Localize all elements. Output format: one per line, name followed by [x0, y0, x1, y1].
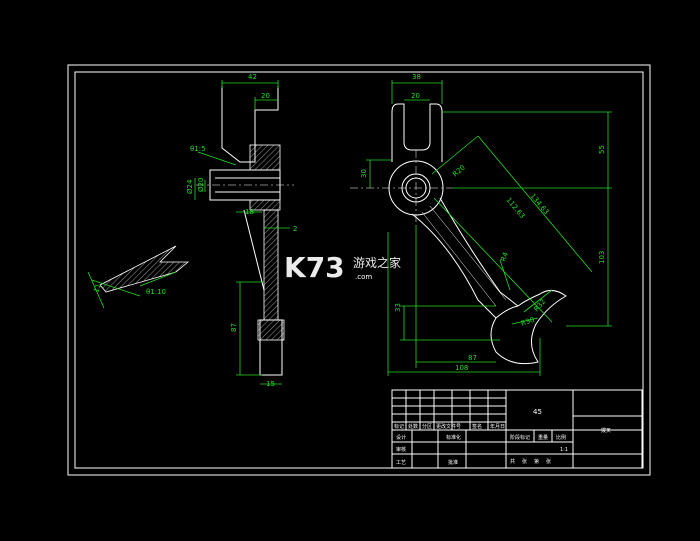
dim-112: 112.63 [504, 196, 526, 220]
right-front-view: 38 20 30 R20 55 134.63 112.63 103 R4 33 … [350, 73, 612, 376]
tb-label-16: 张 [522, 458, 527, 465]
dim-top-width: 42 [248, 73, 257, 81]
dim-r30: R30 [520, 316, 536, 328]
dim-right-55: 55 [598, 145, 606, 154]
dim-right-top-inner: 20 [411, 92, 420, 100]
tb-label-4: 签名 [472, 423, 482, 430]
dim-hub-len: 18 [245, 208, 254, 216]
dim-taper: θ1:5 [190, 145, 206, 153]
watermark-domain: .com [355, 273, 372, 281]
inner-frame [74, 71, 644, 469]
dim-right-33: 33 [394, 303, 402, 312]
dim-right-top-width: 38 [412, 73, 421, 81]
dim-right-103: 103 [598, 251, 606, 264]
tb-label-2: 分区 [422, 423, 432, 430]
dim-section-a: 11 [92, 283, 103, 294]
dim-right-108: 108 [455, 364, 468, 372]
tb-label-3: 更改文件号 [436, 423, 461, 430]
dim-134: 134.63 [528, 192, 550, 216]
dim-r4: R4 [499, 251, 510, 263]
tb-label-9: 工艺 [396, 460, 406, 466]
tb-label-13: 比例 [556, 434, 566, 441]
dim-lower-len: 87 [230, 323, 238, 332]
tb-label-11: 阶段标记 [510, 434, 530, 441]
left-section-view: 42 20 θ1:5 Ø24 Ø20 18 2 87 15 [186, 73, 297, 388]
outer-frame [67, 64, 651, 476]
watermark-text: 游戏之家 [353, 255, 401, 270]
dim-r32: R32 [532, 298, 547, 314]
tb-label-15: 共 [510, 458, 515, 465]
drawing-name-label: 拨叉 [601, 427, 611, 434]
tb-label-0: 标记 [394, 423, 404, 430]
tb-label-1: 处数 [408, 423, 418, 430]
tb-label-8: 审核 [396, 446, 406, 453]
tb-label-12: 重量 [538, 434, 548, 441]
material-label: 45 [533, 408, 542, 416]
dim-right-87: 87 [468, 354, 477, 362]
dim-dia-inner: Ø20 [197, 178, 205, 192]
tb-label-14: 1:1 [560, 447, 568, 453]
dim-right-30: 30 [360, 169, 368, 178]
dim-section-b: θ1:10 [146, 288, 166, 296]
dim-web-thk: 2 [293, 225, 297, 233]
dim-bottom-width: 15 [266, 380, 275, 388]
watermark-logo: K73 [284, 251, 345, 284]
site-watermark: K73 游戏之家 .com [284, 251, 401, 284]
tb-label-6: 设计 [396, 434, 406, 441]
section-detail: 11 θ1:10 [87, 245, 190, 309]
tb-label-17: 第 [534, 458, 539, 465]
tb-label-10: 批准 [448, 459, 458, 466]
dim-r20: R20 [451, 164, 467, 179]
dim-top-inner: 20 [261, 92, 270, 100]
dim-dia-outer: Ø24 [186, 179, 194, 194]
title-block: 45 拨叉 标记 处数 分区 更改文件号 签名 年月日 设计 标准化 审核 工艺… [391, 389, 643, 469]
tb-label-18: 张 [546, 458, 551, 465]
tb-label-5: 年月日 [490, 423, 505, 430]
tb-label-7: 标准化 [446, 434, 461, 441]
